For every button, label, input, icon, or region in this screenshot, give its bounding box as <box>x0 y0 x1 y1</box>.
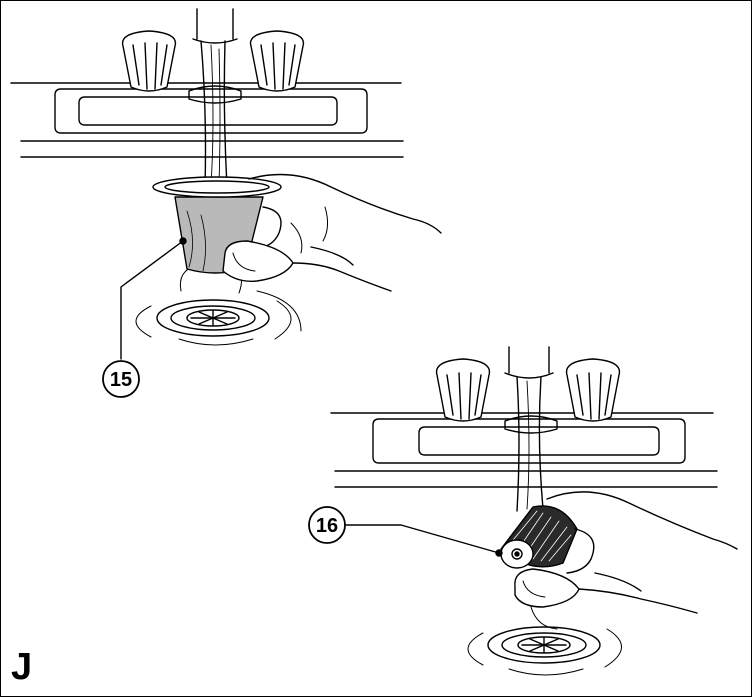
callout-15: 15 <box>102 360 140 398</box>
callout-16-label: 16 <box>316 515 338 537</box>
leader-16 <box>344 524 503 557</box>
faucet-bottom <box>435 346 621 434</box>
cup-in-hand <box>152 173 442 292</box>
left-knob-bottom <box>435 358 491 422</box>
sink-counter-top <box>10 82 404 158</box>
right-knob-top <box>249 30 305 92</box>
water-stream-top <box>200 40 228 188</box>
callout-16: 16 <box>308 506 346 544</box>
faucet-top <box>121 8 305 104</box>
bottom-illustration: 16 <box>308 346 738 676</box>
top-illustration: 15 <box>10 8 442 398</box>
leader-15 <box>120 237 187 360</box>
sink-counter-bottom <box>330 412 718 488</box>
left-knob-top <box>121 30 177 92</box>
drain-top <box>135 264 302 346</box>
right-knob-bottom <box>565 358 621 422</box>
step-letter: J <box>11 646 33 688</box>
filter-in-hand <box>500 491 738 630</box>
water-stream-bottom <box>516 376 544 512</box>
callout-15-label: 15 <box>110 369 132 391</box>
drain-bottom <box>467 626 622 676</box>
